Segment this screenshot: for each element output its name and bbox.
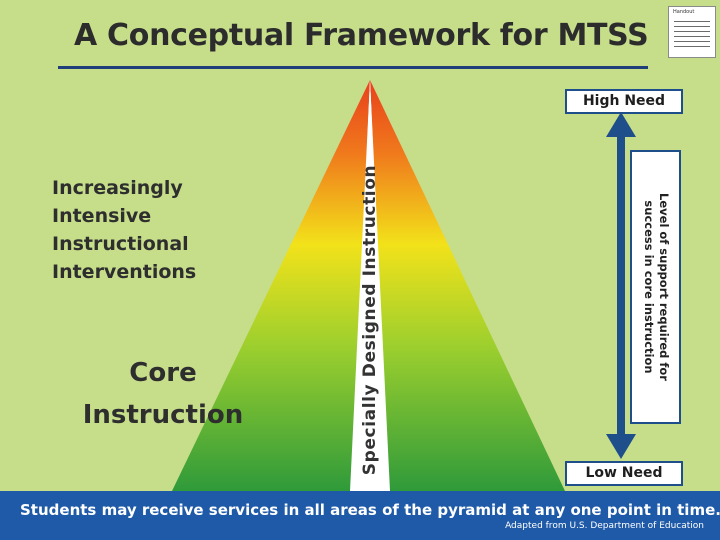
support-level-text: Level of support required for success in… xyxy=(641,193,671,381)
document-thumbnail-title: Handout xyxy=(673,9,695,15)
support-level-box: Level of support required for success in… xyxy=(630,150,681,424)
title-underline xyxy=(58,66,648,69)
double-headed-vertical-arrow-icon xyxy=(606,112,636,459)
intensive-line: Instructional xyxy=(52,233,189,255)
low-need-label: Low Need xyxy=(565,461,683,486)
document-line xyxy=(674,26,710,27)
document-line xyxy=(674,21,710,22)
intensive-line: Increasingly xyxy=(52,177,183,199)
pyramid-right-face xyxy=(370,80,565,491)
pyramid-center-band-wide xyxy=(350,80,390,491)
high-need-label: High Need xyxy=(565,89,683,114)
footer-banner: Students may receive services in all are… xyxy=(0,491,720,540)
document-line xyxy=(674,31,710,32)
document-line xyxy=(674,46,710,47)
core-line: Core xyxy=(129,358,197,388)
footer-credit: Adapted from U.S. Department of Educatio… xyxy=(505,521,704,531)
document-thumbnail-icon: Handout xyxy=(668,6,716,58)
core-instruction-label: Core Instruction xyxy=(78,352,248,436)
page-title: A Conceptual Framework for MTSS xyxy=(74,18,649,53)
intensive-line: Interventions xyxy=(52,261,197,283)
intensive-interventions-label: Increasingly Intensive Instructional Int… xyxy=(52,174,196,286)
document-line xyxy=(674,36,710,37)
footer-text: Students may receive services in all are… xyxy=(20,501,720,519)
intensive-line: Intensive xyxy=(52,205,152,227)
document-line xyxy=(674,41,710,42)
core-line: Instruction xyxy=(82,400,244,430)
specially-designed-instruction-label: Specially Designed Instruction xyxy=(360,164,380,476)
pyramid-left-face xyxy=(172,80,370,491)
